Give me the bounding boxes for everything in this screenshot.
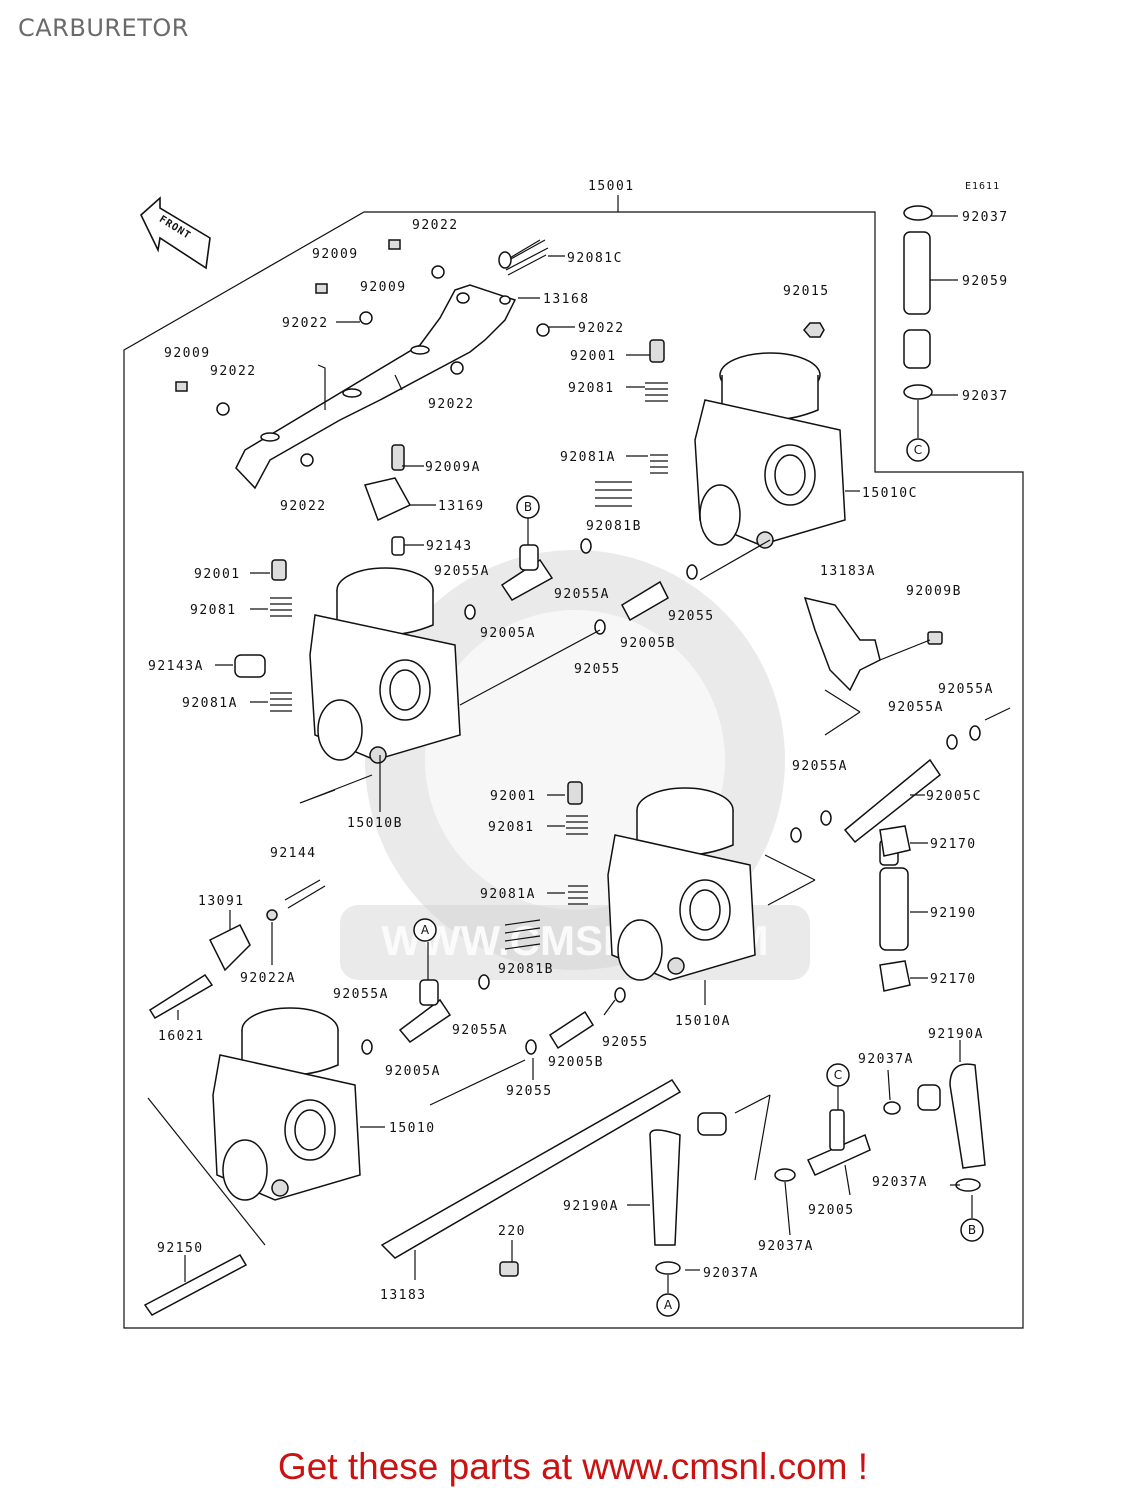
label-92001-b: 92001 bbox=[194, 567, 241, 582]
svg-text:C: C bbox=[834, 1068, 842, 1082]
callout-a-bottom: A bbox=[656, 1293, 680, 1317]
callout-a-top: A bbox=[413, 918, 437, 942]
label-92170-b: 92170 bbox=[930, 972, 977, 987]
carburetor-15010a bbox=[607, 787, 756, 981]
label-92037-mid: 92037 bbox=[962, 389, 1009, 404]
carburetor-15010 bbox=[212, 1007, 361, 1201]
leader-lines bbox=[147, 215, 1011, 1293]
label-92009-c: 92009 bbox=[164, 346, 211, 361]
bracket-13168 bbox=[235, 284, 517, 490]
page-title: CARBURETOR bbox=[18, 14, 189, 42]
label-92055a-a: 92055A bbox=[434, 564, 490, 579]
label-92081a-b: 92081A bbox=[182, 696, 238, 711]
label-92005b-a: 92005B bbox=[620, 636, 676, 651]
label-13183a: 13183A bbox=[820, 564, 876, 579]
label-92055-d: 92055 bbox=[506, 1084, 553, 1099]
label-92022-e: 92022 bbox=[428, 397, 475, 412]
label-92005c: 92005C bbox=[926, 789, 982, 804]
label-92081a-c: 92081A bbox=[480, 887, 536, 902]
label-92037a-a: 92037A bbox=[858, 1052, 914, 1067]
label-15001: 15001 bbox=[588, 179, 635, 194]
label-92081a-a: 92081A bbox=[560, 450, 616, 465]
label-92022-c: 92022 bbox=[578, 321, 625, 336]
label-92001-c: 92001 bbox=[490, 789, 537, 804]
label-15010b: 15010B bbox=[347, 816, 403, 831]
label-92081-c: 92081 bbox=[488, 820, 535, 835]
svg-text:B: B bbox=[968, 1223, 976, 1237]
label-220: 220 bbox=[498, 1224, 526, 1239]
label-92055a-f: 92055A bbox=[333, 987, 389, 1002]
label-92190a-b: 92190A bbox=[563, 1199, 619, 1214]
label-92055-a: 92055 bbox=[668, 609, 715, 624]
spring-92081c bbox=[498, 239, 549, 276]
label-92037a-c: 92037A bbox=[758, 1239, 814, 1254]
label-13091: 13091 bbox=[198, 894, 245, 909]
label-92143a: 92143A bbox=[148, 659, 204, 674]
label-92081b-b: 92081B bbox=[498, 962, 554, 977]
label-92055-b: 92055 bbox=[574, 662, 621, 677]
callout-b-top: B bbox=[516, 495, 540, 519]
label-92144: 92144 bbox=[270, 846, 317, 861]
label-92055a-e: 92055A bbox=[792, 759, 848, 774]
label-92150: 92150 bbox=[157, 1241, 204, 1256]
label-13169: 13169 bbox=[438, 499, 485, 514]
label-92015: 92015 bbox=[783, 284, 830, 299]
shop-link[interactable]: Get these parts at www.cmsnl.com ! bbox=[277, 1446, 869, 1487]
callout-c-top: C bbox=[906, 438, 930, 462]
label-92037a-d: 92037A bbox=[703, 1266, 759, 1281]
label-92005b-b: 92005B bbox=[548, 1055, 604, 1070]
label-92055a-b: 92055A bbox=[554, 587, 610, 602]
label-92055-c: 92055 bbox=[602, 1035, 649, 1050]
label-92081-a: 92081 bbox=[568, 381, 615, 396]
label-16021: 16021 bbox=[158, 1029, 205, 1044]
label-92190a-a: 92190A bbox=[928, 1027, 984, 1042]
callout-b-bottom: B bbox=[960, 1218, 984, 1242]
label-92055a-c: 92055A bbox=[938, 682, 994, 697]
label-92059: 92059 bbox=[962, 274, 1009, 289]
part-labels: 15001 92037 92059 92037 92022 92081C 920… bbox=[148, 179, 1009, 1303]
label-92081c: 92081C bbox=[567, 251, 623, 266]
assembly-outline bbox=[123, 211, 1024, 1329]
label-92055a-g: 92055A bbox=[452, 1023, 508, 1038]
label-92009-b: 92009 bbox=[360, 280, 407, 295]
label-92022-b: 92022 bbox=[282, 316, 329, 331]
label-15010a: 15010A bbox=[675, 1014, 731, 1029]
label-92170-a: 92170 bbox=[930, 837, 977, 852]
label-92005a-b: 92005A bbox=[385, 1064, 441, 1079]
label-92022-a: 92022 bbox=[412, 218, 459, 233]
label-92055a-d: 92055A bbox=[888, 700, 944, 715]
label-92009a: 92009A bbox=[425, 460, 481, 475]
label-92081b-a: 92081B bbox=[586, 519, 642, 534]
svg-text:C: C bbox=[914, 443, 922, 457]
carburetor-exploded-diagram: WWW.CMSNL.COM FRONT E1611 bbox=[123, 179, 1024, 1329]
label-92001-a: 92001 bbox=[570, 349, 617, 364]
label-92143: 92143 bbox=[426, 539, 473, 554]
drawing-code: E1611 bbox=[965, 181, 1000, 192]
label-15010c: 15010C bbox=[862, 486, 918, 501]
carburetor-15010b bbox=[309, 567, 461, 764]
label-92005: 92005 bbox=[808, 1203, 855, 1218]
label-15010: 15010 bbox=[389, 1121, 436, 1136]
label-92037a-b: 92037A bbox=[872, 1175, 928, 1190]
svg-text:A: A bbox=[664, 1298, 673, 1312]
svg-text:B: B bbox=[524, 500, 532, 514]
label-92009-a: 92009 bbox=[312, 247, 359, 262]
svg-text:A: A bbox=[421, 923, 430, 937]
front-arrow-icon: FRONT bbox=[140, 196, 211, 270]
label-92081-b: 92081 bbox=[190, 603, 237, 618]
label-92009b: 92009B bbox=[906, 584, 962, 599]
label-92190: 92190 bbox=[930, 906, 977, 921]
carburetor-15010c bbox=[694, 352, 846, 549]
label-13168: 13168 bbox=[543, 292, 590, 307]
label-92022-f: 92022 bbox=[280, 499, 327, 514]
label-92037-top: 92037 bbox=[962, 210, 1009, 225]
label-92005a-a: 92005A bbox=[480, 626, 536, 641]
label-92022-d: 92022 bbox=[210, 364, 257, 379]
label-92022a: 92022A bbox=[240, 971, 296, 986]
callout-c-bottom: C bbox=[826, 1063, 850, 1087]
label-13183: 13183 bbox=[380, 1288, 427, 1303]
